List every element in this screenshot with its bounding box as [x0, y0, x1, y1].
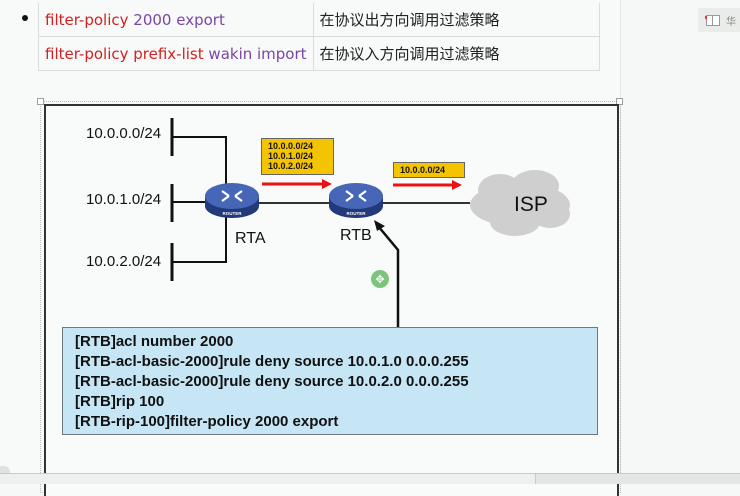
command-argument: 2000 export: [133, 10, 225, 29]
advert-arrowhead-rta-rtb: [322, 179, 332, 189]
svg-text:ROUTER: ROUTER: [347, 211, 367, 216]
command-keyword: filter-policy prefix-list: [45, 44, 204, 63]
command-cell: filter-policy 2000 export: [38, 3, 314, 37]
route-advert-box-rtb-isp: 10.0.0.0/24: [393, 162, 465, 178]
route-entry: 10.0.0.0/24: [400, 165, 446, 175]
command-line: [RTB-acl-basic-2000]rule deny source 10.…: [75, 373, 469, 390]
status-bar: [535, 473, 740, 484]
network-diagram: ROUTER ROUTER: [170, 118, 570, 327]
command-line: [RTB-acl-basic-2000]rule deny source 10.…: [75, 353, 469, 370]
table-row: filter-policy prefix-list wakin import 在…: [38, 36, 600, 71]
description-cell: 在协议入方向调用过滤策略: [312, 36, 600, 71]
route-advert-box-rta-rtb: 10.0.0.0/24 10.0.1.0/24 10.0.2.0/24: [261, 138, 334, 175]
callout-arrowhead: [374, 220, 385, 231]
resize-handle-top-right[interactable]: [616, 98, 623, 105]
resize-handle-top-left[interactable]: [37, 98, 44, 105]
command-keyword: filter-policy: [45, 10, 129, 29]
command-line: [RTB-rip-100]filter-policy 2000 export: [75, 413, 339, 430]
command-config-box: [RTB]acl number 2000 [RTB-acl-basic-2000…: [62, 327, 598, 435]
isp-cloud: [470, 170, 570, 236]
router-label-rta: RTA: [235, 230, 266, 247]
network-label: 10.0.1.0/24: [86, 191, 162, 208]
network-label: 10.0.2.0/24: [86, 253, 162, 270]
table-row: filter-policy 2000 export 在协议出方向调用过滤策略: [38, 3, 600, 37]
book-icon: [705, 14, 720, 26]
horizontal-scrollbar[interactable]: [0, 473, 535, 484]
router-rtb-icon: ROUTER: [329, 183, 383, 218]
isp-label: ISP: [514, 193, 548, 216]
route-entry: 10.0.2.0/24: [268, 161, 314, 171]
side-panel-label: 华: [726, 16, 736, 28]
route-entry: 10.0.0.0/24: [268, 141, 314, 151]
advert-arrowhead-rtb-isp: [452, 180, 462, 190]
filter-policy-table: filter-policy 2000 export 在协议出方向调用过滤策略 f…: [38, 3, 600, 71]
link-net1-rta: [172, 136, 227, 192]
command-line: [RTB]rip 100: [75, 393, 165, 410]
list-bullet: [22, 15, 28, 21]
move-handle-icon[interactable]: ✥: [371, 270, 389, 288]
router-label-rtb: RTB: [340, 227, 372, 244]
side-panel-button[interactable]: 华: [698, 8, 740, 32]
callout-line: [377, 225, 400, 327]
router-rta-icon: ROUTER: [205, 183, 259, 218]
command-argument: wakin import: [208, 44, 307, 63]
command-line: [RTB]acl number 2000: [75, 333, 234, 350]
svg-text:ROUTER: ROUTER: [223, 211, 243, 216]
command-cell: filter-policy prefix-list wakin import: [38, 36, 314, 71]
network-label: 10.0.0.0/24: [86, 125, 162, 142]
description-cell: 在协议出方向调用过滤策略: [312, 3, 600, 37]
link-net3-rta: [172, 212, 227, 263]
route-entry: 10.0.1.0/24: [268, 151, 314, 161]
page-corner-tab: [0, 466, 10, 474]
